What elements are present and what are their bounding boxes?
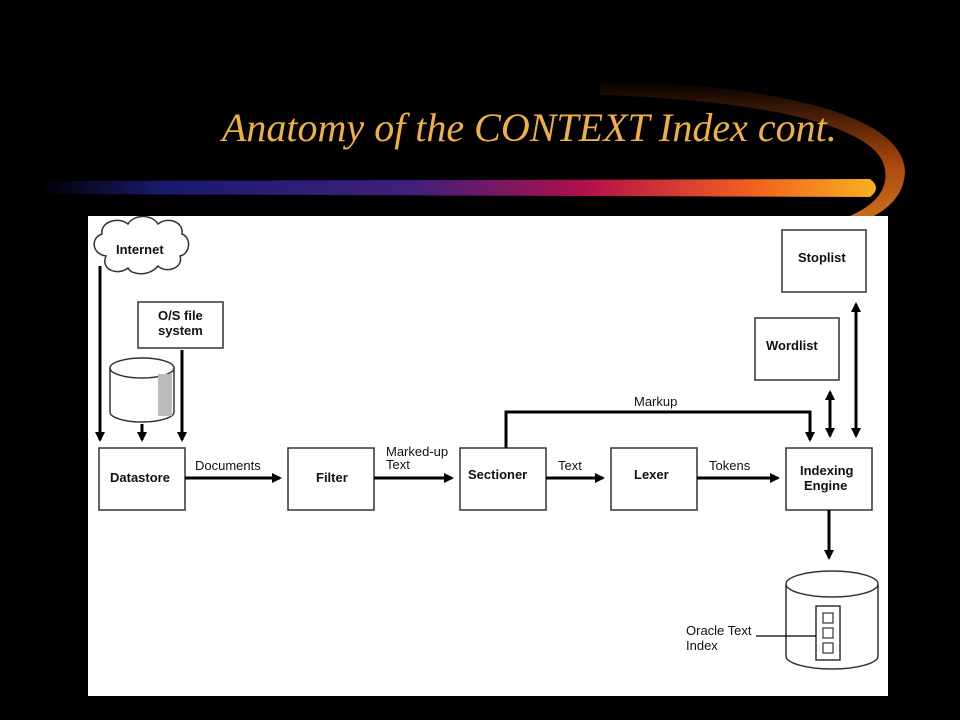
filter-label: Filter [316,470,348,485]
lexer-label: Lexer [634,467,669,482]
filter-node: Filter [287,447,375,511]
edge-label-marked-up-line2: Text [386,457,410,472]
edge-label-text: Text [558,458,582,473]
edge-label-marked-up-line1: Marked-up [386,444,448,459]
os-file-system-label-line1: O/S file [158,308,203,323]
sectioner-node: Sectioner [459,447,547,511]
internet-cloud-node: Internet [93,216,190,275]
indexing-engine-node: Indexing Engine [785,447,873,511]
wordlist-node: Wordlist [754,317,840,381]
context-index-diagram: Internet O/S file system Datastore Docum… [88,216,888,696]
internet-label: Internet [116,242,164,257]
database-cylinder-icon [109,357,175,423]
edge-label-markup: Markup [634,394,677,409]
title-swoosh-decoration [40,80,905,222]
datastore-node: Datastore [98,447,186,511]
datastore-label: Datastore [110,470,170,485]
lexer-node: Lexer [610,447,698,511]
arrow-sectioner-markup-to-indexing-engine [504,410,815,448]
stoplist-label: Stoplist [798,250,846,265]
sectioner-label: Sectioner [468,467,527,482]
oracle-text-index-label-line2: Index [686,638,718,653]
indexing-engine-label-line1: Indexing [800,463,854,478]
oracle-text-index-label-line1: Oracle Text [686,623,752,638]
edge-label-tokens: Tokens [709,458,751,473]
edge-label-documents: Documents [195,458,261,473]
wordlist-label: Wordlist [766,338,818,353]
os-file-system-label-line2: system [158,323,203,338]
slide-title: Anatomy of the CONTEXT Index cont. [222,105,837,150]
os-file-system-node: O/S file system [137,301,224,349]
oracle-text-index-cylinder [785,570,879,670]
indexing-engine-label-line2: Engine [804,478,847,493]
stoplist-node: Stoplist [781,229,867,293]
